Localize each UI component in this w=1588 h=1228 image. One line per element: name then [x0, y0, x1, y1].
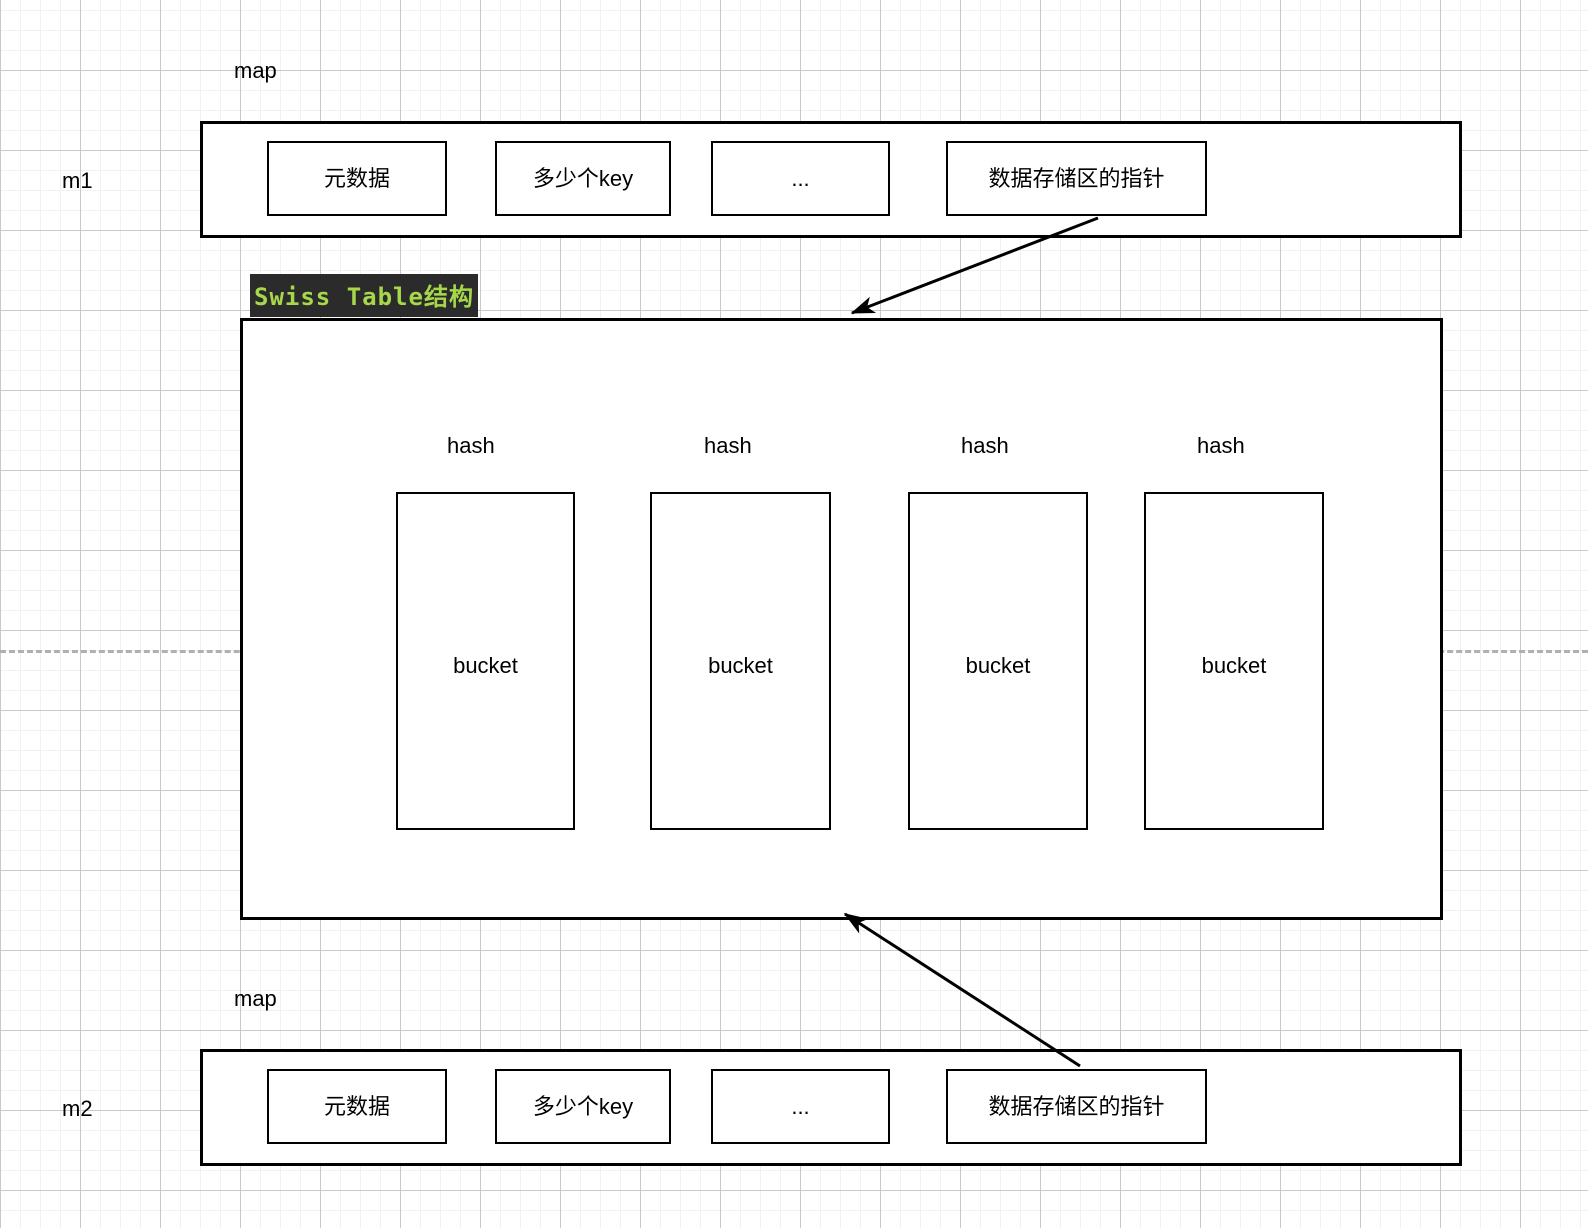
- bucket-box-2[interactable]: bucket: [650, 492, 831, 830]
- map-field-m1-metadata[interactable]: 元数据: [267, 141, 447, 216]
- map-field-label: 元数据: [323, 165, 390, 191]
- map-caption-m2: map: [234, 986, 277, 1011]
- map-field-label: 多少个key: [532, 1093, 634, 1119]
- hash-label-3: hash: [961, 433, 1009, 458]
- map-field-m2-ellipsis[interactable]: ...: [711, 1069, 890, 1144]
- map-field-label: 数据存储区的指针: [988, 1093, 1165, 1119]
- map-field-m2-data-pointer[interactable]: 数据存储区的指针: [946, 1069, 1207, 1144]
- bucket-box-3[interactable]: bucket: [908, 492, 1088, 830]
- bucket-box-1[interactable]: bucket: [396, 492, 575, 830]
- map-field-label: 数据存储区的指针: [988, 165, 1165, 191]
- map-field-m1-data-pointer[interactable]: 数据存储区的指针: [946, 141, 1207, 216]
- bucket-label: bucket: [1201, 653, 1267, 678]
- map-field-label: ...: [791, 1093, 810, 1119]
- map-field-label: 元数据: [323, 1093, 390, 1119]
- arrow-m2-to-swiss-table: [843, 912, 1081, 1068]
- map-field-label: ...: [791, 165, 810, 191]
- map-side-label-m2: m2: [62, 1096, 93, 1121]
- bucket-box-4[interactable]: bucket: [1144, 492, 1324, 830]
- map-field-m1-ellipsis[interactable]: ...: [711, 141, 890, 216]
- map-field-m2-metadata[interactable]: 元数据: [267, 1069, 447, 1144]
- hash-label-4: hash: [1197, 433, 1245, 458]
- bucket-label: bucket: [965, 653, 1031, 678]
- swiss-table-tag: Swiss Table结构: [250, 274, 478, 317]
- map-field-m2-keycount[interactable]: 多少个key: [495, 1069, 671, 1144]
- map-struct-m2: [200, 1049, 1462, 1166]
- hash-label-2: hash: [704, 433, 752, 458]
- map-caption-m1: map: [234, 58, 277, 83]
- bucket-label: bucket: [453, 653, 518, 678]
- map-side-label-m1: m1: [62, 168, 93, 193]
- bucket-label: bucket: [708, 653, 773, 678]
- map-field-label: 多少个key: [532, 165, 634, 191]
- map-field-m1-keycount[interactable]: 多少个key: [495, 141, 671, 216]
- hash-label-1: hash: [447, 433, 495, 458]
